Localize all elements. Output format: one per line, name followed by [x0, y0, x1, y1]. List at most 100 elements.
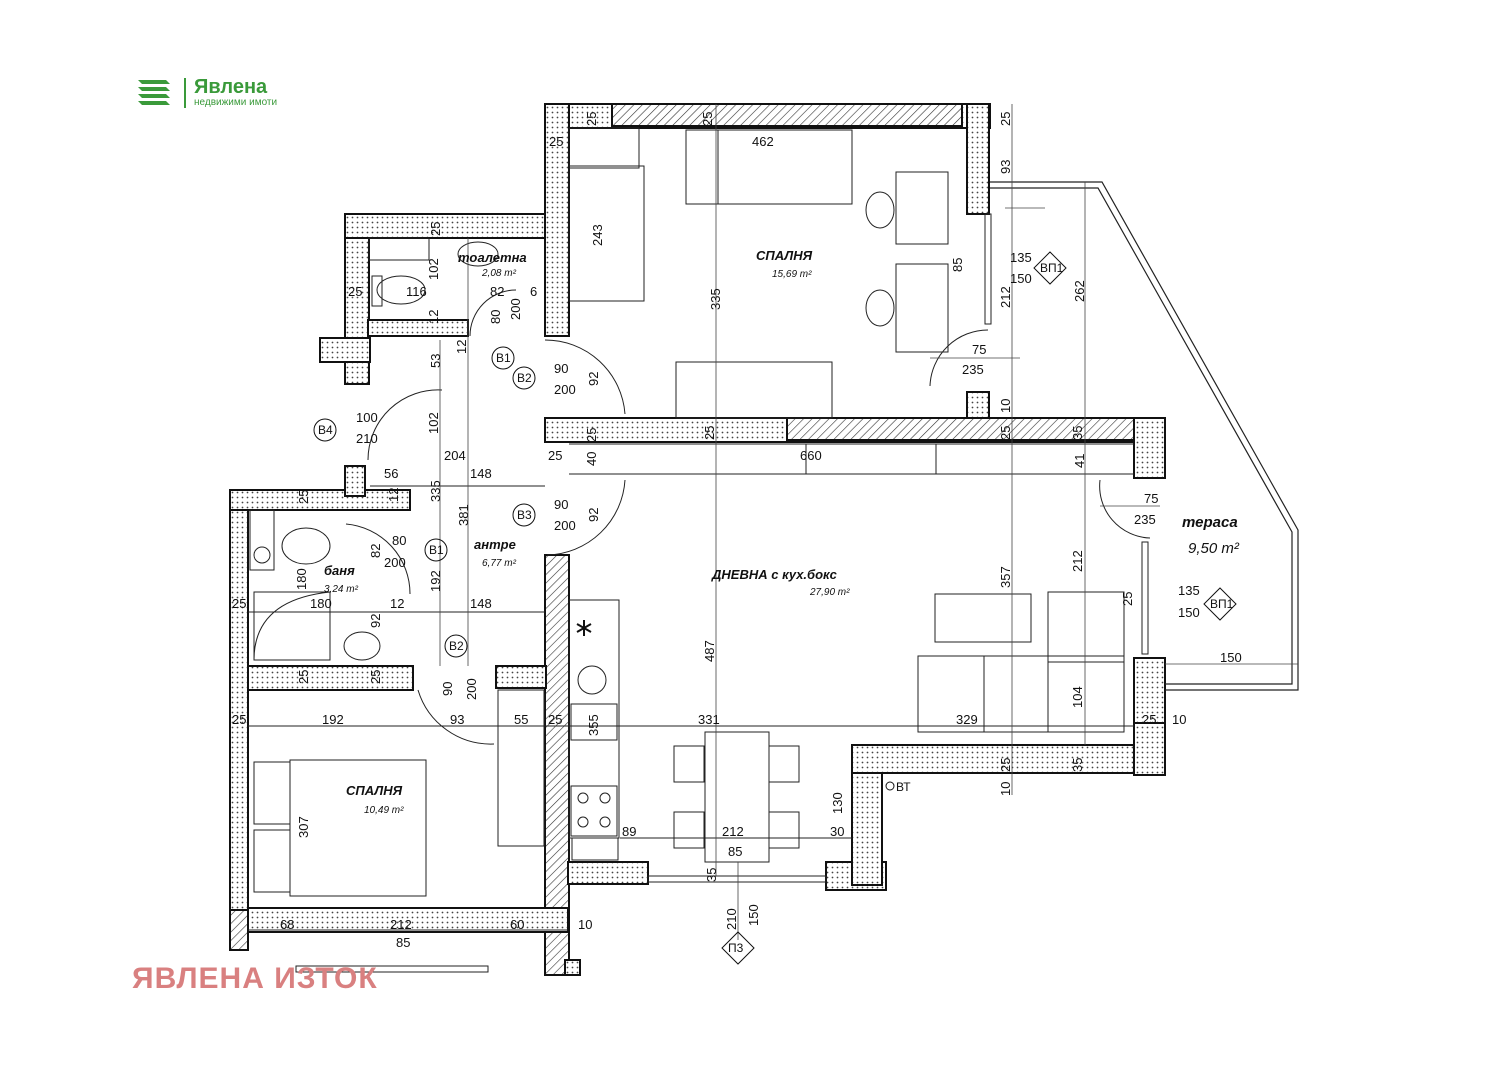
dim: 243	[590, 224, 605, 246]
dim: 25	[584, 428, 599, 442]
dim: 25	[368, 670, 383, 684]
room-hall-area: 6,77 m²	[482, 558, 517, 569]
room-bedroom2-area: 10,49 m²	[364, 805, 404, 816]
room-bath-area: 3,24 m²	[324, 584, 359, 595]
dim: 75	[1144, 491, 1158, 506]
dim: 12	[454, 340, 469, 354]
dim: 89	[622, 824, 636, 839]
dim: 150	[746, 904, 761, 926]
brand-subtitle: недвижими имоти	[194, 97, 278, 108]
dim: 25	[296, 670, 311, 684]
window-tag-vp1-living: ВП1	[1210, 597, 1234, 611]
dim: 25	[998, 426, 1013, 440]
dim: 53	[428, 354, 443, 368]
dim: 85	[396, 935, 410, 950]
dim: 25	[1120, 592, 1135, 606]
dim: 200	[554, 518, 576, 533]
dim: 25	[548, 712, 562, 727]
dim: 12	[386, 488, 401, 502]
dimension-lines	[439, 104, 1298, 940]
room-living-name: ДНЕВНА с кух.бокс	[711, 567, 838, 582]
dim: 10	[578, 917, 592, 932]
dim: 92	[586, 508, 601, 522]
dim: 212	[998, 286, 1013, 308]
dim: 25	[702, 426, 717, 440]
dim: 25	[549, 134, 563, 149]
door-tag-b3: B3	[517, 508, 532, 522]
dim: 150	[1220, 650, 1242, 665]
dim: 40	[584, 452, 599, 466]
dim: 307	[296, 816, 311, 838]
dim: 335	[428, 480, 443, 502]
dim: 212	[390, 917, 412, 932]
room-toilet-name: тоалетна	[458, 250, 527, 265]
dim: 55	[514, 712, 528, 727]
dim: 93	[450, 712, 464, 727]
dim: 150	[1178, 605, 1200, 620]
interior-lines	[248, 127, 1151, 973]
dim: 212	[1070, 550, 1085, 572]
dim: 116	[406, 284, 427, 299]
dim: 25	[348, 284, 362, 299]
dim: 135	[1178, 583, 1200, 598]
dim: 148	[470, 596, 492, 611]
dim: 25	[232, 596, 246, 611]
dim: 10	[998, 399, 1013, 413]
dim: 192	[428, 570, 443, 592]
dim: 204	[444, 448, 466, 463]
fridge-star-icon	[576, 620, 592, 636]
dim: 25	[998, 758, 1013, 772]
dim: 200	[464, 678, 479, 700]
dim: 180	[294, 568, 309, 590]
dim: 25	[548, 448, 562, 463]
door-tag-b2: B2	[517, 371, 532, 385]
dim: 25	[700, 112, 715, 126]
dim: 25	[428, 222, 443, 236]
dim: 35	[1070, 426, 1085, 440]
room-bedroom1-area: 15,69 m²	[772, 269, 812, 280]
room-labels: СПАЛНЯ 15,69 m² тоалетна 2,08 m² антре 6…	[324, 248, 1240, 816]
dim: 329	[956, 712, 978, 727]
room-bedroom1-name: СПАЛНЯ	[756, 248, 813, 263]
dim: 25	[584, 112, 599, 126]
dim: 487	[702, 640, 717, 662]
dim: 10	[1172, 712, 1186, 727]
dim: 200	[384, 555, 406, 570]
dim: 30	[830, 824, 844, 839]
dim: 92	[368, 614, 383, 628]
dim: 192	[322, 712, 344, 727]
dim: 235	[962, 362, 984, 377]
dim: 381	[456, 504, 471, 526]
window-tag-p3: П3	[728, 941, 744, 955]
room-bath-name: баня	[324, 563, 355, 578]
dim: 25	[1142, 712, 1156, 727]
room-terrace-name: тераса	[1182, 514, 1238, 531]
dim: 75	[972, 342, 986, 357]
room-terrace-area: 9,50 m²	[1188, 540, 1240, 557]
room-bedroom2-name: СПАЛНЯ	[346, 783, 403, 798]
dim: 25	[232, 712, 246, 727]
brand-separator	[184, 78, 186, 108]
door-tag-b2-bedroom: B2	[449, 639, 464, 653]
exterior-walls	[229, 103, 1166, 976]
dim: 82	[368, 544, 383, 558]
dim: 210	[724, 908, 739, 930]
dim: 90	[554, 497, 568, 512]
dim: 25	[296, 490, 311, 504]
dim: 93	[998, 160, 1013, 174]
dim: 200	[554, 382, 576, 397]
room-living-area: 27,90 m²	[809, 587, 850, 598]
dim: 35	[704, 868, 719, 882]
dim: 235	[1134, 512, 1156, 527]
dim: 262	[1072, 280, 1087, 302]
dim: 180	[310, 596, 332, 611]
brand-mark-icon	[136, 76, 172, 110]
dim: 92	[586, 372, 601, 386]
door-tags	[313, 251, 1237, 965]
door-tag-b1: B1	[496, 351, 511, 365]
brand-logo: Явлена недвижими имоти	[136, 76, 277, 110]
dim: 331	[698, 712, 720, 727]
dim: 462	[752, 134, 774, 149]
dim: 660	[800, 448, 822, 463]
